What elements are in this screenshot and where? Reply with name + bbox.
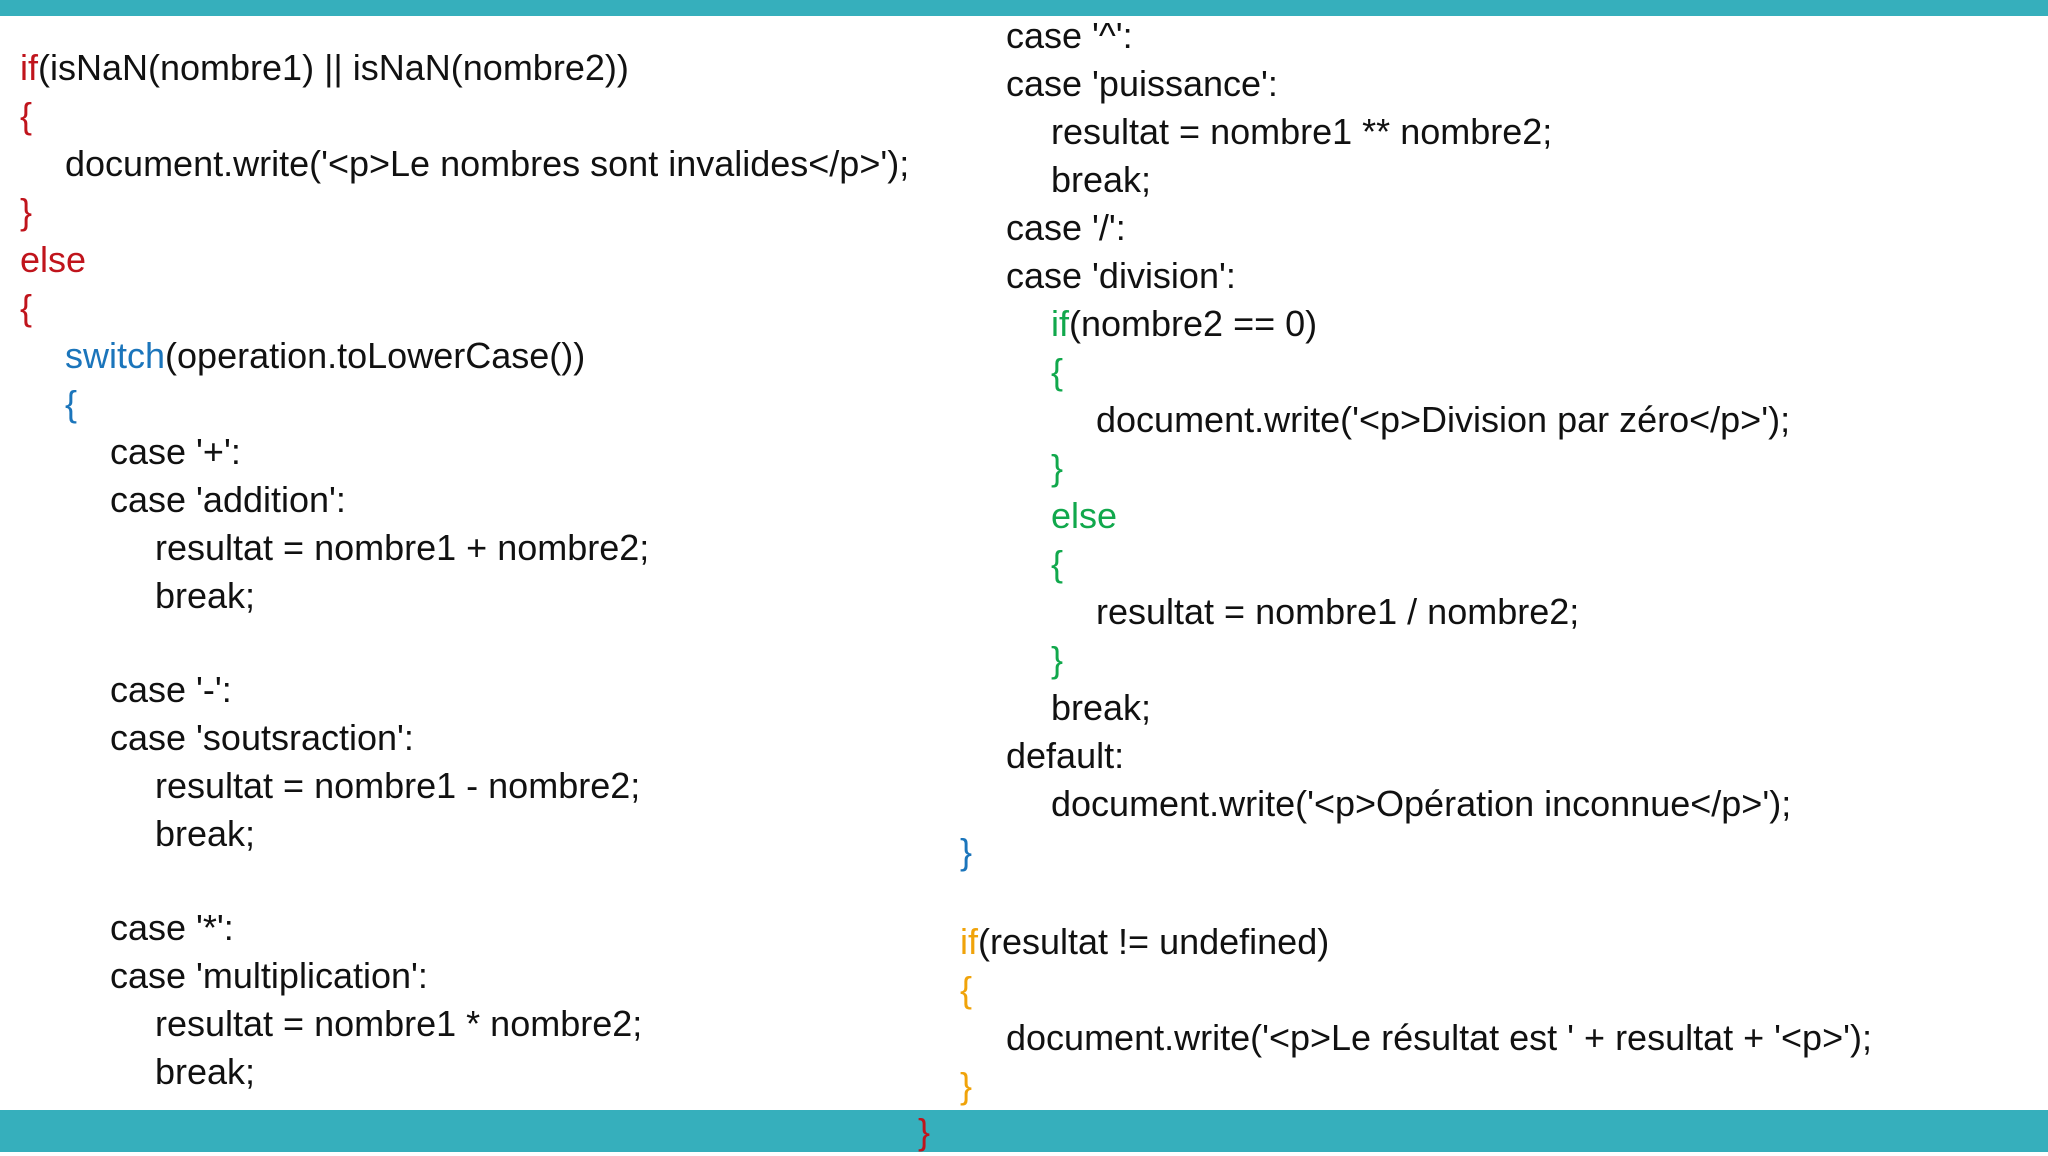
code-line: if(nombre2 == 0) bbox=[1051, 300, 1317, 348]
code-line: case '^': bbox=[1006, 15, 1133, 56]
code-line: case 'puissance': bbox=[1006, 63, 1278, 104]
code-line: if(resultat != undefined) bbox=[960, 918, 1329, 966]
code-line: resultat = nombre1 ** nombre2; bbox=[1051, 111, 1553, 152]
code-text: (nombre2 == 0) bbox=[1069, 303, 1318, 344]
code-left-column: if(isNaN(nombre1) || isNaN(nombre2)) { d… bbox=[20, 44, 909, 1092]
code-line: default: bbox=[1006, 735, 1125, 776]
code-line: } bbox=[20, 191, 33, 232]
code-line: resultat = nombre1 - nombre2; bbox=[155, 765, 641, 806]
code-text: (operation.toLowerCase()) bbox=[165, 335, 586, 376]
code-line: switch(operation.toLowerCase()) bbox=[65, 332, 585, 380]
code-line: { bbox=[65, 383, 78, 424]
code-line: case 'soutsraction': bbox=[110, 717, 414, 758]
code-line: resultat = nombre1 + nombre2; bbox=[155, 527, 650, 568]
code-line: else bbox=[1051, 495, 1118, 536]
code-line: else bbox=[20, 239, 87, 280]
code-line: case '-': bbox=[110, 669, 232, 710]
code-line: { bbox=[20, 287, 33, 328]
code-right-column: case '^': case 'puissance': resultat = n… bbox=[960, 12, 1872, 1106]
code-text: (isNaN(nombre1) || isNaN(nombre2)) bbox=[38, 47, 629, 88]
code-line: case '+': bbox=[110, 431, 241, 472]
code-keyword: switch bbox=[65, 335, 166, 376]
code-line: break; bbox=[155, 575, 256, 616]
code-line: document.write('<p>Le nombres sont inval… bbox=[65, 143, 910, 184]
code-line: case '/': bbox=[1006, 207, 1126, 248]
code-line: break; bbox=[155, 1051, 256, 1092]
code-line: document.write('<p>Division par zéro</p>… bbox=[1096, 399, 1791, 440]
code-line: } bbox=[1051, 447, 1064, 488]
code-line: resultat = nombre1 * nombre2; bbox=[155, 1003, 643, 1044]
code-keyword: if bbox=[960, 921, 978, 962]
code-line: resultat = nombre1 / nombre2; bbox=[1096, 591, 1580, 632]
code-line: { bbox=[1051, 351, 1064, 392]
code-line: } bbox=[1051, 639, 1064, 680]
top-accent-bar bbox=[0, 0, 2048, 16]
code-line: break; bbox=[155, 813, 256, 854]
code-line: } bbox=[960, 831, 973, 872]
code-line: } bbox=[960, 1065, 973, 1106]
code-line: case 'multiplication': bbox=[110, 955, 428, 996]
closing-brace: } bbox=[918, 1111, 931, 1152]
code-line: { bbox=[1051, 543, 1064, 584]
code-line: { bbox=[20, 95, 33, 136]
code-keyword: if bbox=[1051, 303, 1069, 344]
code-keyword: if bbox=[20, 47, 38, 88]
code-line: { bbox=[960, 969, 973, 1010]
code-text: (resultat != undefined) bbox=[978, 921, 1330, 962]
code-line: case 'addition': bbox=[110, 479, 346, 520]
code-line: document.write('<p>Le résultat est ' + r… bbox=[1006, 1017, 1872, 1058]
code-line: if(isNaN(nombre1) || isNaN(nombre2)) bbox=[20, 44, 629, 92]
code-line: case 'division': bbox=[1006, 255, 1236, 296]
bottom-accent-bar bbox=[0, 1110, 2048, 1152]
code-line: break; bbox=[1051, 159, 1152, 200]
code-line: break; bbox=[1051, 687, 1152, 728]
code-line: case '*': bbox=[110, 907, 234, 948]
code-line: document.write('<p>Opération inconnue</p… bbox=[1051, 783, 1792, 824]
